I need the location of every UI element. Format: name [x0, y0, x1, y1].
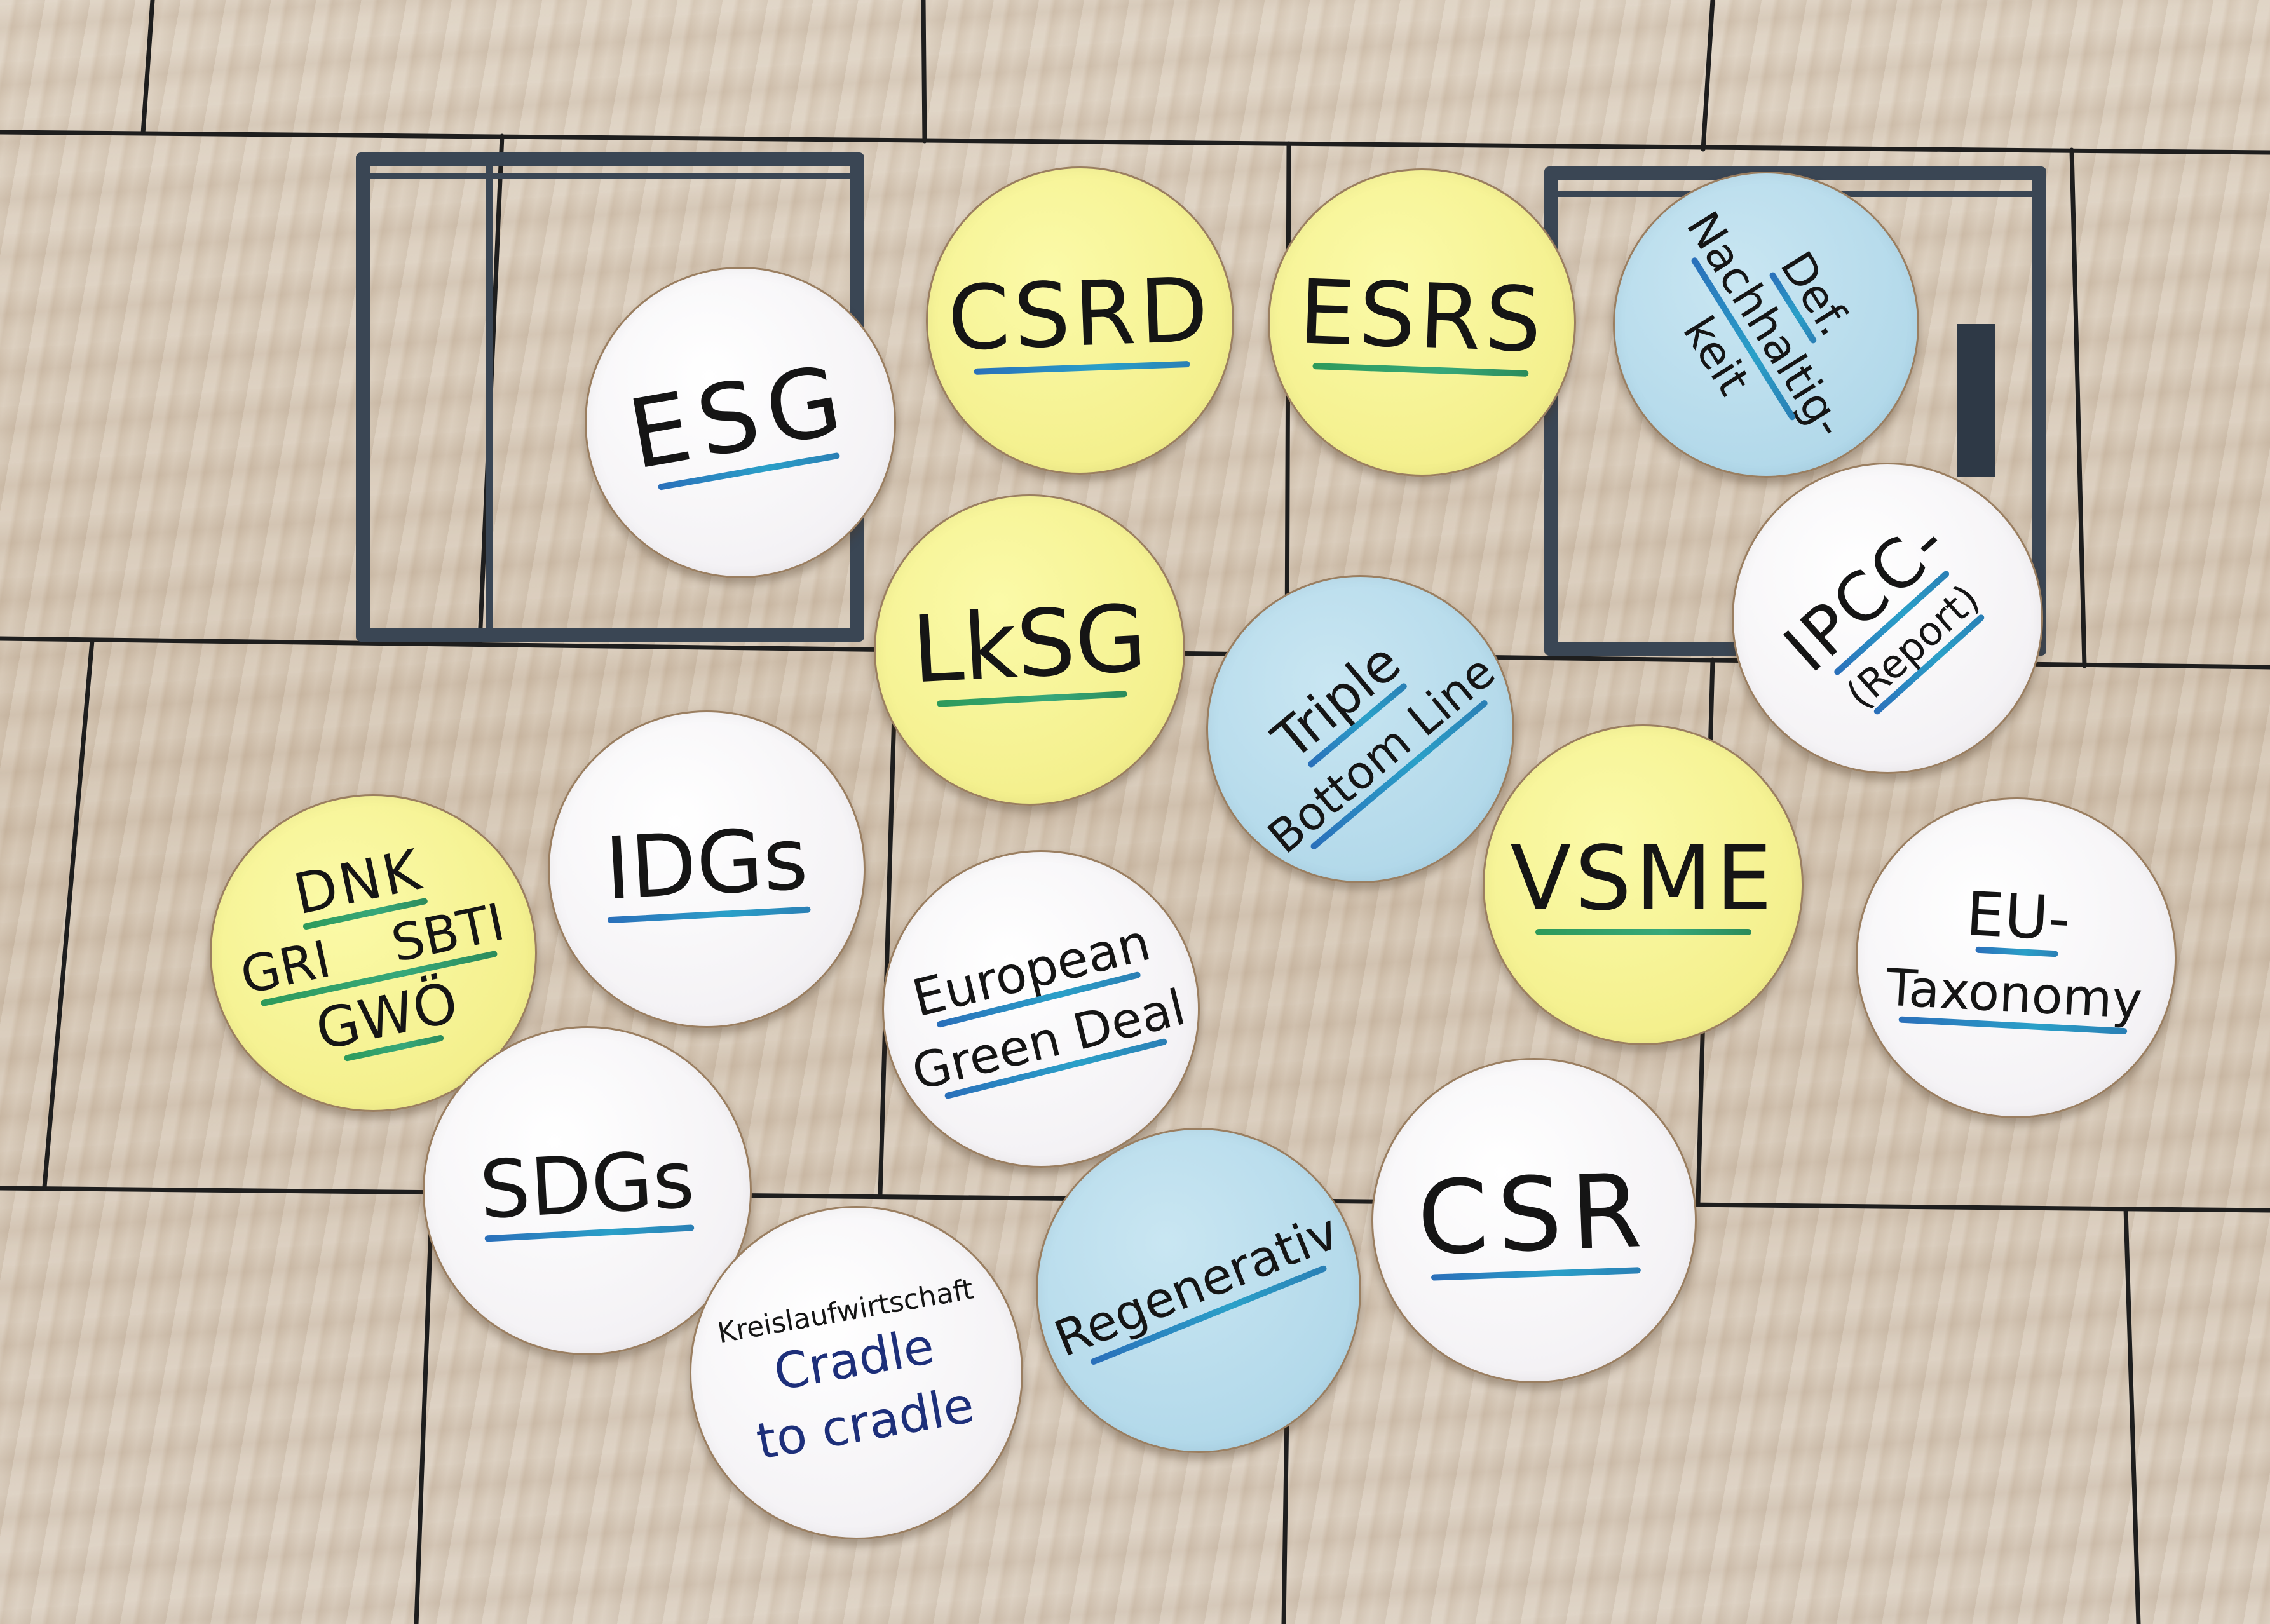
card-lksg-text: LkSG — [909, 584, 1150, 705]
card-sdgs: SDGs — [423, 1026, 752, 1355]
card-csr: CSR — [1371, 1058, 1697, 1383]
card-lksg: LkSG — [874, 494, 1185, 806]
card-regenerativ: Regenerativ — [1036, 1128, 1361, 1453]
floor-box-frame-left-divider-top — [369, 173, 852, 179]
card-def-nachhaltigkeit: Def. Nachhaltig- keit — [1613, 172, 1919, 478]
floor-box-frame-right-handle — [1957, 324, 1995, 477]
card-vsme-text: VSME — [1510, 827, 1776, 931]
floor-box-frame-left-divider — [486, 165, 493, 629]
card-csr-text: CSR — [1415, 1151, 1653, 1278]
card-eu-line-1: EU- — [1964, 879, 2072, 955]
card-dnk-gri-sbti-gwo: DNK GRI SBTI GWÖ — [210, 794, 537, 1112]
card-dnk-line-1: DNK — [288, 836, 428, 928]
card-european-green-deal: European Green Deal — [882, 850, 1200, 1168]
card-esrs-text: ESRS — [1297, 260, 1547, 373]
card-vsme: VSME — [1483, 724, 1804, 1045]
card-sdgs-text: SDGs — [477, 1133, 697, 1237]
card-ipcc-report: IPCC- (Report) — [1732, 463, 2043, 774]
card-csrd-text: CSRD — [946, 258, 1214, 371]
card-idgs: IDGs — [548, 710, 866, 1028]
card-csrd: CSRD — [926, 166, 1234, 475]
card-vsme-underline — [1535, 928, 1751, 935]
card-esrs: ESRS — [1268, 168, 1576, 477]
card-esg: ESG — [585, 267, 896, 578]
card-kreislaufwirtschaft: Kreislaufwirtschaft Cradle to cradle — [690, 1206, 1023, 1539]
card-esg-text: ESG — [621, 344, 859, 492]
card-eu-taxonomy: EU- Taxonomy — [1856, 797, 2177, 1118]
card-regenerativ-text: Regenerativ — [1047, 1203, 1347, 1369]
card-triple-bottom-line: Triple Bottom Line — [1206, 575, 1514, 883]
card-idgs-text: IDGs — [602, 808, 810, 919]
card-eu-line-2: Taxonomy — [1884, 957, 2144, 1031]
